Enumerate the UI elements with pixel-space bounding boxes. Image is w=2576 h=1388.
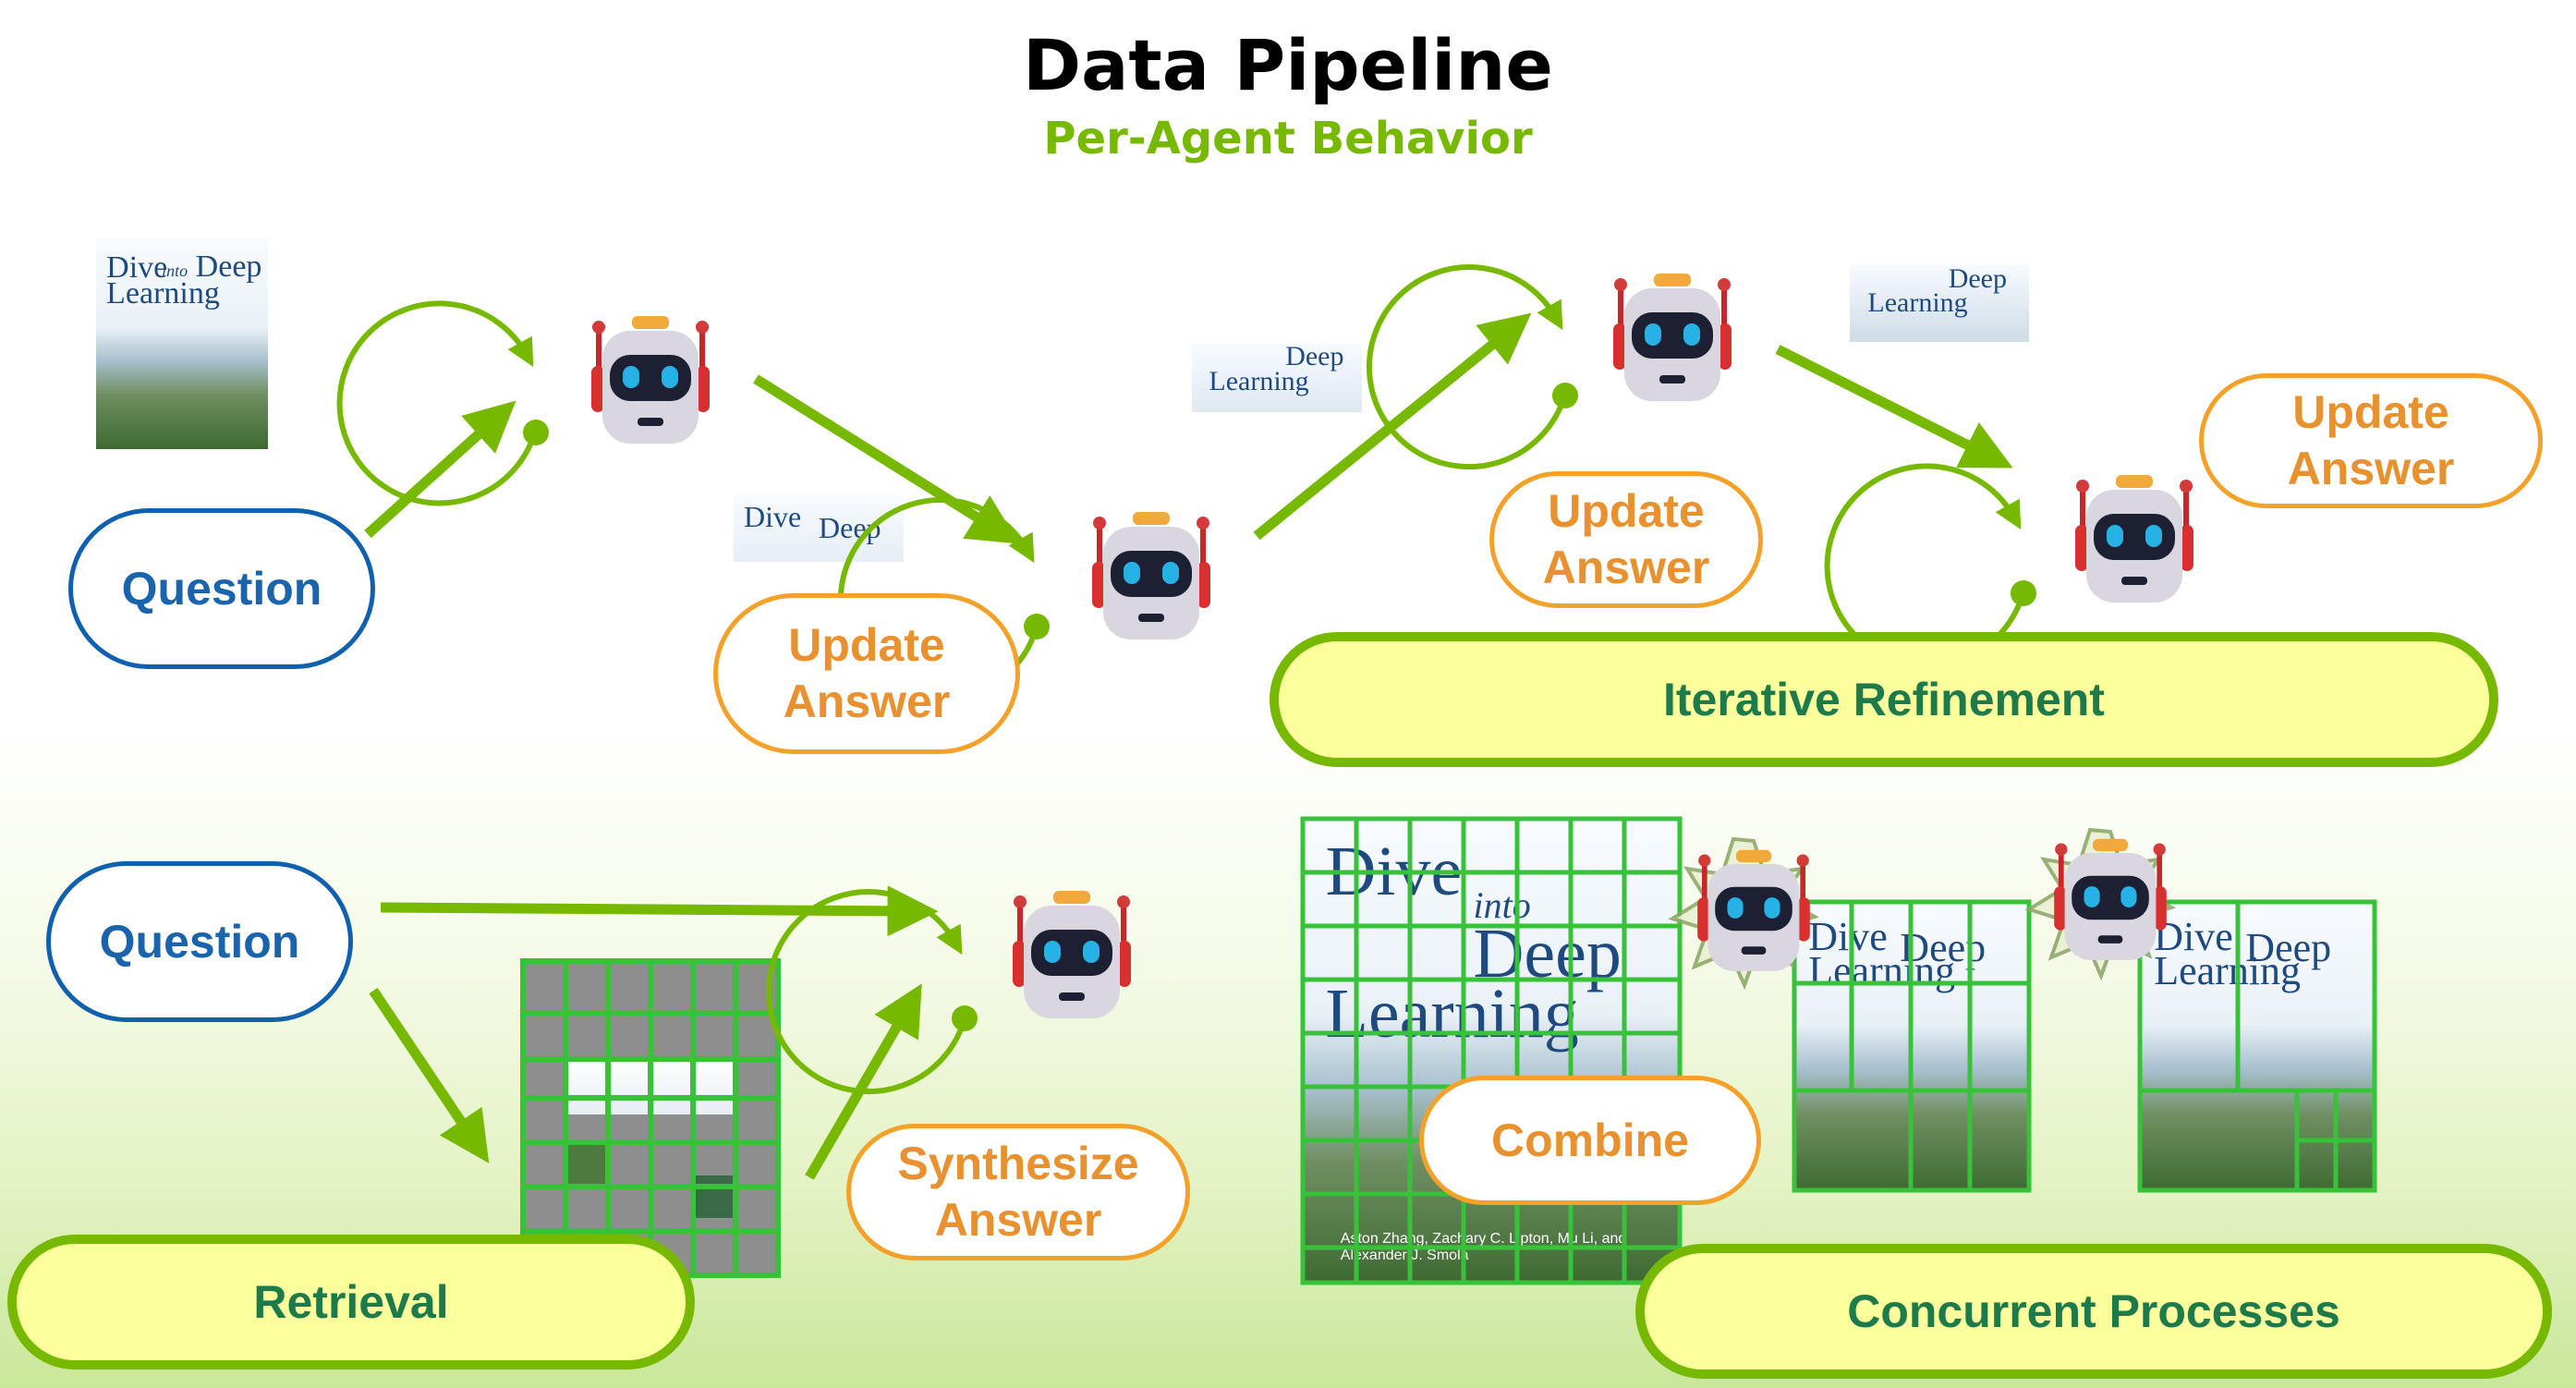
question-node-bottom: Question bbox=[46, 861, 353, 1022]
banner-iterative-refinement: Iterative Refinement bbox=[1270, 632, 2498, 767]
banner-retrieval: Retrieval bbox=[7, 1235, 695, 1370]
grid-overlay-medium-1 bbox=[1792, 899, 2032, 1193]
update-answer-node-2: Update Answer bbox=[1489, 471, 1763, 608]
question-node-top: Question bbox=[68, 508, 375, 669]
update-answer-node-1: Update Answer bbox=[713, 593, 1020, 754]
book-title-strip-icon: Deep Learning bbox=[1192, 344, 1362, 412]
page-title: Data Pipeline bbox=[1023, 24, 1553, 106]
grid-overlay-medium-2 bbox=[2137, 899, 2377, 1193]
grid-overlay-large bbox=[1300, 816, 1683, 1285]
banner-concurrent-processes: Concurrent Processes bbox=[1635, 1244, 2552, 1379]
combine-node: Combine bbox=[1419, 1076, 1761, 1205]
grid-overlay-retrieval bbox=[520, 958, 781, 1278]
robot-icon bbox=[1092, 512, 1210, 639]
robot-icon bbox=[1013, 891, 1131, 1018]
book-cover-icon: Dive into Deep Learning bbox=[96, 238, 268, 449]
page-subtitle: Per-Agent Behavior bbox=[1043, 113, 1533, 164]
book-title-strip-icon: Dive Deep bbox=[734, 495, 904, 562]
update-answer-node-3: Update Answer bbox=[2199, 373, 2543, 508]
robot-icon bbox=[2054, 839, 2167, 960]
synthesize-answer-node: Synthesize Answer bbox=[846, 1124, 1190, 1260]
robot-icon bbox=[1613, 274, 1732, 401]
robot-icon bbox=[591, 316, 710, 444]
robot-icon bbox=[2075, 475, 2193, 603]
book-title-strip-icon: Deep Learning bbox=[1850, 264, 2029, 342]
book-cover-grid-large: Dive into Deep Learning Aston Zhang, Zac… bbox=[1303, 819, 1680, 1283]
